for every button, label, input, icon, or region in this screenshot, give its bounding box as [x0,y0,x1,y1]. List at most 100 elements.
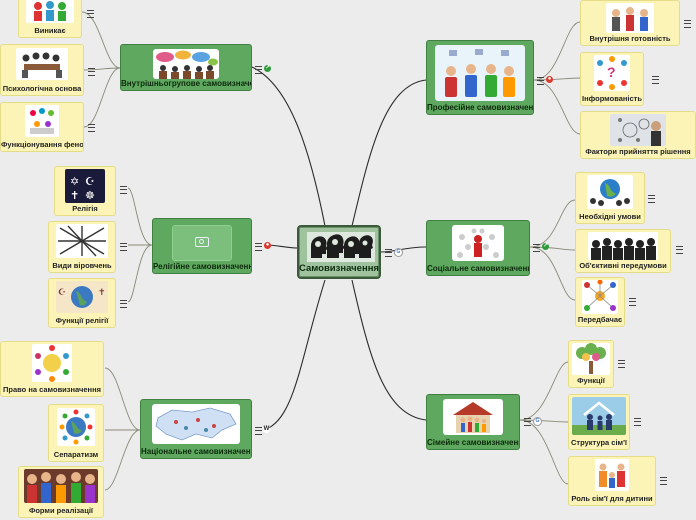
sub-social-2[interactable]: Об'єктивні передумови [575,229,671,273]
sub-notes-icon[interactable] [88,68,95,76]
sub-notes-icon[interactable] [634,418,641,426]
topic-religious-label: Релігійне самовизначення [153,262,251,271]
sub-intragroup-1-label: Виникає [34,26,66,35]
sub-social-1-label: Необхідні умови [579,212,641,221]
sub-professional-1[interactable]: Внутрішня готовність [580,0,680,46]
intragroup-link-icon[interactable]: ↗ [264,65,271,72]
intragroup-notes-icon[interactable] [255,66,262,74]
sub-social-3-label: Передбачає [577,315,623,324]
sub-social-1[interactable]: Необхідні умови [575,172,645,224]
svg-text:?: ? [607,64,616,80]
topic-religious[interactable]: Релігійне самовизначення [152,218,252,274]
central-notes-icon[interactable] [385,249,392,257]
sub-religious-3[interactable]: ☪✝ Функції релігії [48,278,116,328]
professions-image [435,45,525,101]
central-topic[interactable]: Самовизначення [297,225,381,279]
sub-notes-icon[interactable] [120,186,127,194]
sub-professional-2[interactable]: ? Інформованість [580,52,644,106]
sub-professional-2-label: Інформованість [582,94,642,103]
topic-social-label: Соціальне самовизначення [427,264,529,273]
sub-religious-2[interactable]: Види віровчень [48,221,116,273]
readiness-image [606,3,654,33]
social-figures-image [452,225,504,261]
ukraine-map-image [152,404,240,444]
network-image [582,280,618,314]
sub-family-1-label: Функції [577,376,605,385]
sub-notes-icon[interactable] [618,360,625,368]
wikipedia-icon[interactable]: W [263,426,270,433]
topic-family[interactable]: Сімейне самовизначення [426,394,520,450]
topic-social[interactable]: Соціальне самовизначення [426,220,530,276]
sub-notes-icon[interactable] [676,246,683,254]
svg-text:✝: ✝ [98,287,106,297]
peoples-circle-image [32,344,72,382]
social-link-icon[interactable]: ↗ [542,243,549,250]
camera-icon[interactable] [195,237,209,247]
svg-text:☪: ☪ [58,287,66,297]
sub-notes-icon[interactable] [87,10,94,18]
sub-professional-3-label: Фактори прийняття рішення [585,147,691,156]
image-placeholder [172,225,232,261]
professional-notes-icon[interactable] [537,77,544,85]
sub-family-2-label: Структура сім'ї [571,438,627,447]
family-house-image [443,399,503,435]
decision-image [610,114,666,146]
sub-intragroup-1[interactable]: Виникає [18,0,82,38]
sub-notes-icon[interactable] [629,298,636,306]
topic-intragroup[interactable]: Внутрішньогрупове самовизначення [120,44,252,91]
sub-notes-icon[interactable] [120,300,127,308]
sub-national-3-label: Форми реалізації [28,506,94,515]
topic-intragroup-label: Внутрішньогрупове самовизначення [121,79,251,88]
national-notes-icon[interactable] [255,427,262,435]
sub-national-1[interactable]: Право на самовизначення [0,341,104,397]
sub-family-3[interactable]: Роль сім'ї для дитини [568,456,656,506]
sub-intragroup-2[interactable]: Психологічна основа [0,44,84,96]
svg-text:✡: ✡ [70,176,79,188]
sub-intragroup-3[interactable]: Функціонування феномену [0,102,84,152]
sub-notes-icon[interactable] [88,124,95,132]
sub-family-3-label: Роль сім'ї для дитини [571,494,653,503]
beliefs-image [56,224,108,258]
svg-text:☪: ☪ [85,176,95,188]
google-icon[interactable]: G [533,417,542,426]
social-notes-icon[interactable] [533,244,540,252]
crowd-image [24,469,98,503]
sub-religious-1[interactable]: ✡☪✝☸ Релігія [54,166,116,216]
google-icon[interactable]: G [394,248,403,257]
sub-intragroup-3-label: Функціонування феномену [1,140,83,149]
topic-professional[interactable]: Професійне самовизначення [426,40,534,115]
child-family-image [595,459,629,491]
community-image [25,105,59,137]
professional-attachment-icon[interactable]: ● [546,76,553,83]
sub-notes-icon[interactable] [648,195,655,203]
sub-notes-icon[interactable] [684,20,691,28]
family-home-image [572,397,626,435]
sub-social-3[interactable]: Передбачає [575,277,625,327]
religious-notes-icon[interactable] [255,243,262,251]
meeting-image [16,48,68,80]
sub-national-3[interactable]: Форми реалізації [18,466,104,518]
sub-national-2-label: Сепаратизм [53,450,99,459]
hands-tree-image [572,343,610,375]
sub-notes-icon[interactable] [660,477,667,485]
sub-notes-icon[interactable] [120,243,127,251]
world-religions-image: ☪✝ [56,281,108,313]
question-people-image: ? [594,55,630,91]
sub-family-2[interactable]: Структура сім'ї [568,394,630,450]
audience-image [588,232,658,260]
globe-crowd-image [587,175,633,209]
family-notes-icon[interactable] [524,418,531,426]
sub-religious-2-label: Види віровчень [52,261,112,270]
topic-national[interactable]: Національне самовизначення [140,399,252,459]
sub-notes-icon[interactable] [652,76,659,84]
topic-professional-label: Професійне самовизначення [427,103,533,112]
topic-national-label: Національне самовизначення [141,447,251,456]
sub-family-1[interactable]: Функції [568,340,614,388]
sub-professional-3[interactable]: Фактори прийняття рішення [580,111,696,159]
svg-text:✝: ✝ [70,190,79,202]
people-image [26,0,74,23]
religious-attachment-icon[interactable]: ● [264,242,271,249]
sub-national-2[interactable]: Сепаратизм [48,404,104,462]
